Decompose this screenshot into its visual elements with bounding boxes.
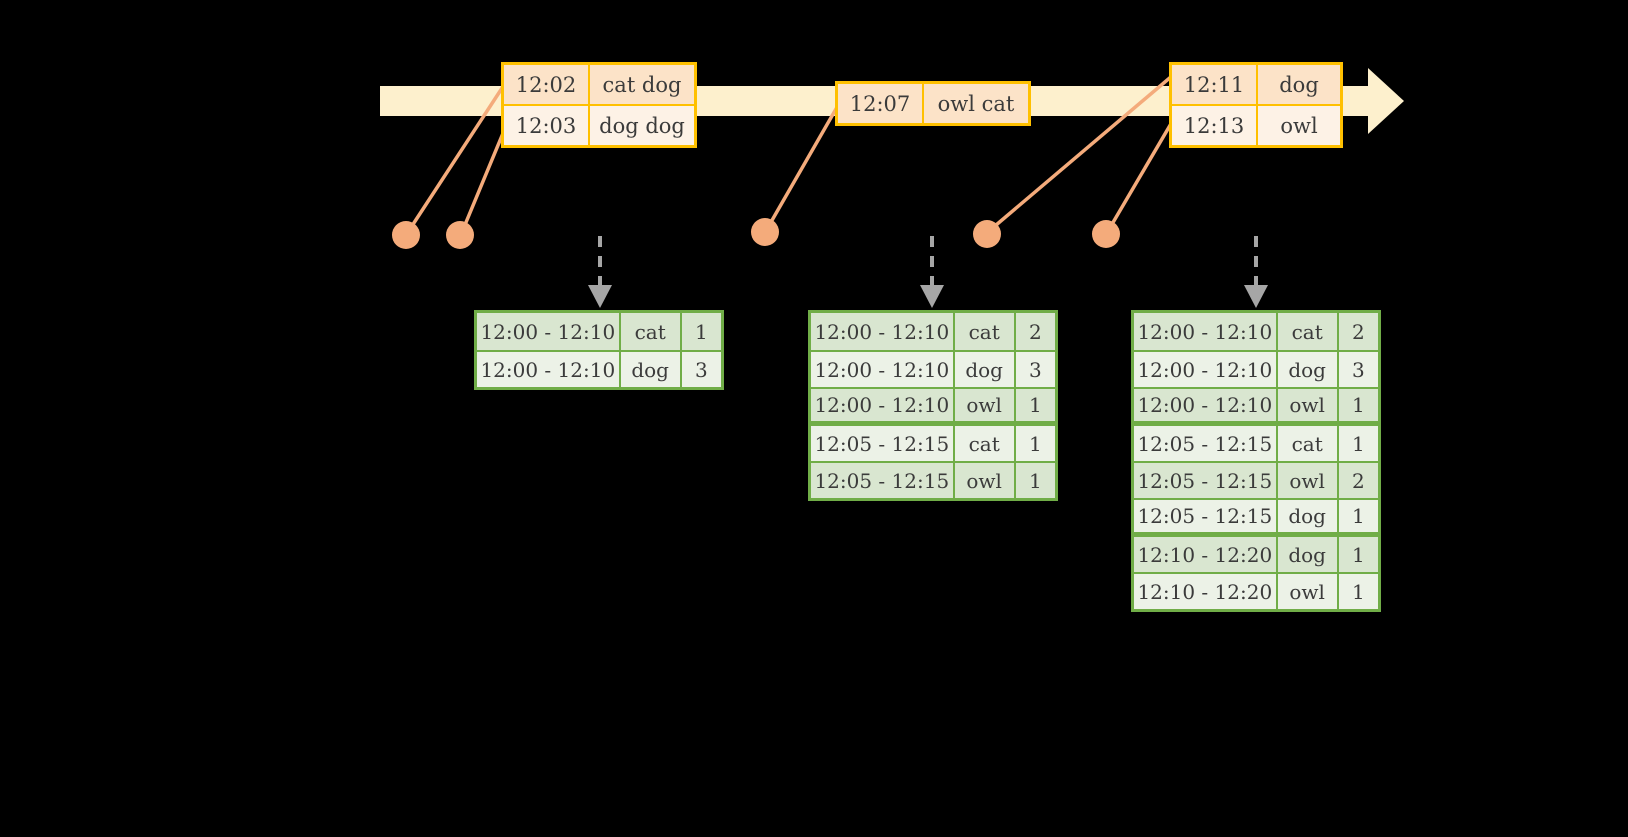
event-words: dog [1258,65,1340,104]
event-time: 12:02 [504,65,590,104]
count-cell: 1 [1015,389,1055,421]
window-cell: 12:00 - 12:10 [1134,352,1278,387]
count-cell: 3 [1338,352,1378,387]
window-cell: 12:00 - 12:10 [477,352,621,387]
timeline-arrowhead-icon [1368,68,1404,134]
connector-line-3 [765,101,842,230]
count-cell: 2 [1338,463,1378,498]
count-cell: 1 [681,313,721,350]
count-cell: 1 [1338,426,1378,461]
count-cell: 3 [681,352,721,387]
count-cell: 3 [1015,352,1055,387]
event-time: 12:07 [838,84,924,123]
window-cell: 12:05 - 12:15 [1134,463,1278,498]
count-cell: 2 [1338,313,1378,350]
marker-dot [1092,220,1120,248]
emit-arrowhead-icon [920,285,944,308]
key-cell: cat [1277,313,1339,350]
key-cell: owl [954,463,1016,498]
window-cell: 12:05 - 12:15 [811,463,955,498]
window-cell: 12:00 - 12:10 [1134,313,1278,350]
count-cell: 1 [1338,537,1378,572]
key-cell: cat [954,426,1016,461]
key-cell: owl [1277,463,1339,498]
event-time: 12:13 [1172,106,1258,145]
emit-arrowhead-icon [588,285,612,308]
key-cell: cat [954,313,1016,350]
key-cell: cat [1277,426,1339,461]
window-cell: 12:10 - 12:20 [1134,537,1278,572]
event-words: owl cat [924,84,1028,123]
key-cell: dog [1277,352,1339,387]
emit-arrowhead-icon [1244,285,1268,308]
count-cell: 1 [1015,426,1055,461]
window-cell: 12:00 - 12:10 [477,313,621,350]
window-cell: 12:00 - 12:10 [811,313,955,350]
window-cell: 12:05 - 12:15 [811,426,955,461]
key-cell: dog [954,352,1016,387]
event-marker-dots [392,218,1120,249]
event-words: owl [1258,106,1340,145]
key-cell: dog [1277,500,1339,532]
count-cell: 1 [1015,463,1055,498]
count-cell: 1 [1338,574,1378,609]
marker-dot [392,221,420,249]
window-cell: 12:10 - 12:20 [1134,574,1278,609]
key-cell: owl [1277,389,1339,421]
window-cell: 12:05 - 12:15 [1134,426,1278,461]
event-words: dog dog [590,106,694,145]
window-cell: 12:00 - 12:10 [811,389,955,421]
window-cell: 12:00 - 12:10 [811,352,955,387]
count-cell: 1 [1338,389,1378,421]
window-cell: 12:05 - 12:15 [1134,500,1278,532]
key-cell: owl [1277,574,1339,609]
key-cell: dog [620,352,682,387]
connector-line-2 [460,125,508,233]
marker-dot [446,221,474,249]
count-cell: 1 [1338,500,1378,532]
event-time: 12:03 [504,106,590,145]
key-cell: cat [620,313,682,350]
connector-line-5 [1106,121,1174,232]
event-words: cat dog [590,65,694,104]
window-cell: 12:00 - 12:10 [1134,389,1278,421]
count-cell: 2 [1015,313,1055,350]
key-cell: dog [1277,537,1339,572]
key-cell: owl [954,389,1016,421]
emit-arrowheads [588,285,1268,308]
event-time: 12:11 [1172,65,1258,104]
marker-dot [973,220,1001,248]
marker-dot [751,218,779,246]
